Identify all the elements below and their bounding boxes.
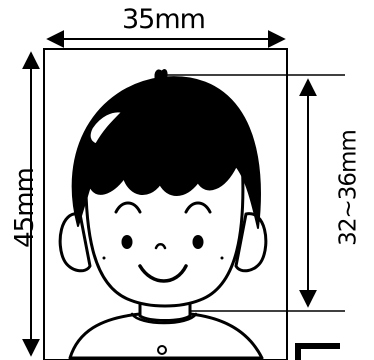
corner-mark [295, 343, 340, 360]
right-cheek-dot [220, 256, 224, 260]
mouth [138, 264, 188, 283]
head-height-label: 32~36mm [335, 130, 362, 246]
child-portrait-illustration [58, 69, 268, 360]
nose [154, 243, 167, 250]
left-ear [58, 212, 92, 273]
left-cheek-dot [102, 256, 106, 260]
left-eyebrow [114, 201, 142, 214]
height-label: 45mm [10, 168, 40, 248]
shirt-collar [130, 312, 198, 325]
face [84, 156, 245, 308]
right-eyebrow [184, 201, 212, 214]
cowlick [154, 69, 168, 81]
shirt-button-icon [157, 345, 167, 355]
right-eye [192, 235, 204, 249]
hair-highlight [89, 110, 123, 145]
left-eye [121, 235, 133, 249]
width-label: 35mm [122, 4, 206, 35]
